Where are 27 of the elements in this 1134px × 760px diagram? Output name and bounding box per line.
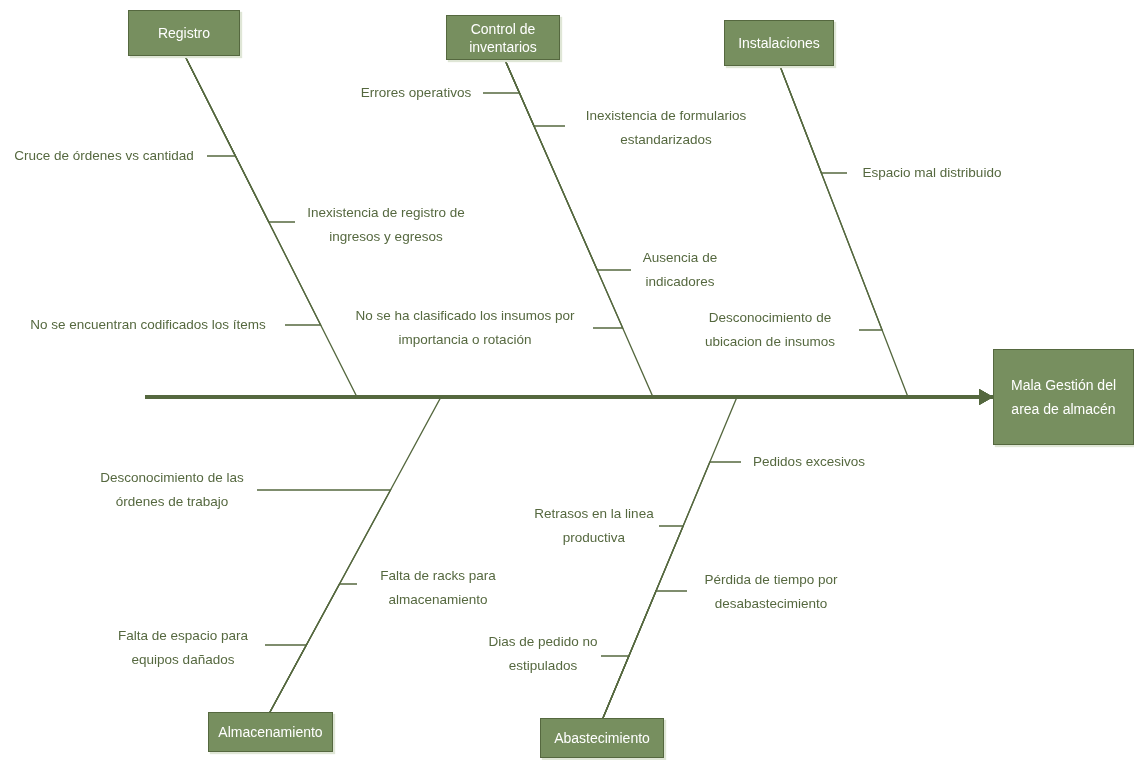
cause-text: Falta de racks para almacenamiento: [360, 564, 516, 612]
cause-text: Cruce de órdenes vs cantidad: [4, 145, 204, 167]
cause-line: [779, 65, 884, 331]
cause-text: Dias de pedido no estipulados: [488, 630, 598, 678]
cause-text: No se encuentran codificados los ítems: [14, 314, 282, 336]
cause-line: [264, 644, 308, 713]
cause-text: Falta de espacio para equipos dañados: [104, 624, 262, 672]
cause-text: Pedidos excesivos: [744, 451, 874, 473]
cause-text: Desconocimiento de las órdenes de trabajo: [90, 466, 254, 514]
cause-text: Pérdida de tiempo por desabastecimiento: [690, 568, 852, 616]
cause-text: Ausencia de indicadores: [634, 246, 726, 294]
category-box: Control de inventarios: [446, 15, 560, 60]
cause-text: Desconocimiento de ubicacion de insumos: [684, 306, 856, 354]
cause-text: No se ha clasificado los insumos por importancia o rotación: [340, 304, 590, 352]
cause-text: Retrasos en la linea productiva: [532, 502, 656, 550]
category-box: Registro: [128, 10, 240, 56]
category-box: Abastecimiento: [540, 718, 664, 758]
category-box: Instalaciones: [724, 20, 834, 66]
cause-text: Espacio mal distribuido: [850, 162, 1014, 184]
cause-line: [600, 655, 630, 719]
cause-text: Errores operativos: [352, 82, 480, 104]
cause-text: Inexistencia de registro de ingresos y egresos: [298, 201, 474, 249]
cause-line: [184, 55, 322, 326]
effect-box: Mala Gestión del area de almacén: [993, 349, 1134, 445]
cause-text: Inexistencia de formularios estandarizados: [568, 104, 764, 152]
cause-line: [504, 59, 624, 329]
category-box: Almacenamiento: [208, 712, 333, 752]
